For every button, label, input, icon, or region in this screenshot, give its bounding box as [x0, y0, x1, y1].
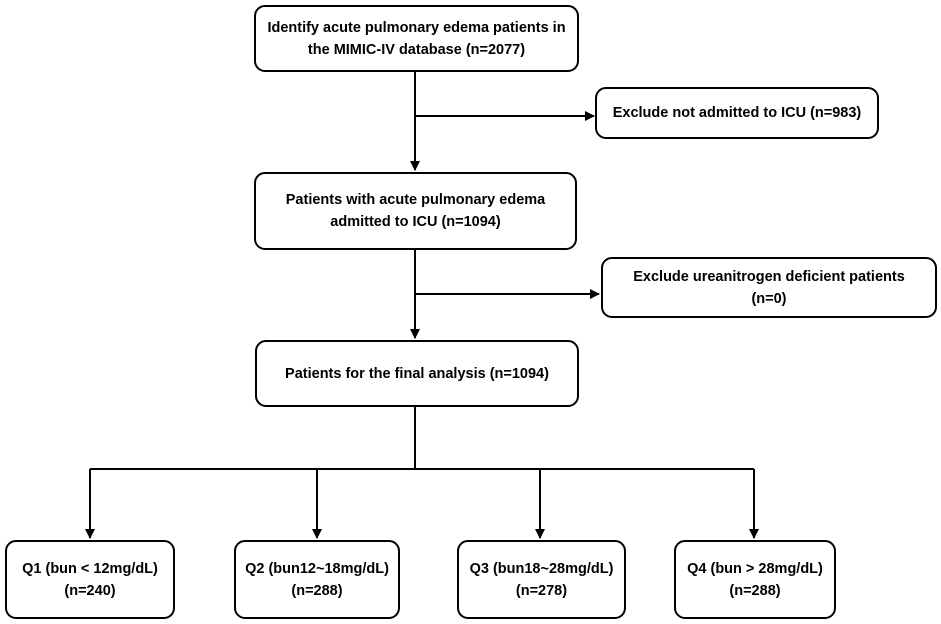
q2-line-1: Q2 (bun12~18mg/dL) — [245, 560, 389, 577]
group-q1-box: Q1 (bun < 12mg/dL) (n=240) — [5, 540, 175, 619]
final-analysis-box: Patients for the final analysis (n=1094) — [255, 340, 579, 407]
admitted-line-2: admitted to ICU (n=1094) — [330, 214, 501, 230]
q2-line-2: (n=288) — [291, 582, 343, 599]
identify-line-1: Identify acute pulmonary edema patients … — [267, 19, 566, 36]
q1-line-1: Q1 (bun < 12mg/dL) — [22, 560, 158, 577]
group-q2-box: Q2 (bun12~18mg/dL) (n=288) — [234, 540, 400, 619]
q3-line-1: Q3 (bun18~28mg/dL) — [469, 560, 614, 577]
final-line-1: Patients for the final analysis (n=1094) — [285, 365, 549, 382]
q1-line-2: (n=240) — [64, 582, 116, 599]
group-q3-box: Q3 (bun18~28mg/dL) (n=278) — [457, 540, 626, 619]
exclude-icu-box: Exclude not admitted to ICU (n=983) — [595, 87, 879, 139]
admitted-icu-box: Patients with acute pulmonary edema admi… — [254, 172, 577, 250]
exclude-bun-line-2: (n=0) — [751, 290, 787, 307]
identify-line-2: the MIMIC-IV database (n=2077) — [307, 41, 526, 58]
identify-patients-box: Identify acute pulmonary edema patients … — [254, 5, 579, 72]
exclude-bun-box: Exclude ureanitrogen deficient patients … — [601, 257, 937, 318]
q4-line-2: (n=288) — [729, 582, 781, 599]
q3-line-2: (n=278) — [515, 582, 568, 599]
group-q4-box: Q4 (bun > 28mg/dL) (n=288) — [674, 540, 836, 619]
exclude-bun-line-1: Exclude ureanitrogen deficient patients — [633, 268, 905, 285]
q4-line-1: Q4 (bun > 28mg/dL) — [687, 560, 823, 577]
exclude-icu-line-1: Exclude not admitted to ICU (n=983) — [612, 105, 862, 121]
admitted-line-1: Patients with acute pulmonary edema — [285, 192, 546, 208]
